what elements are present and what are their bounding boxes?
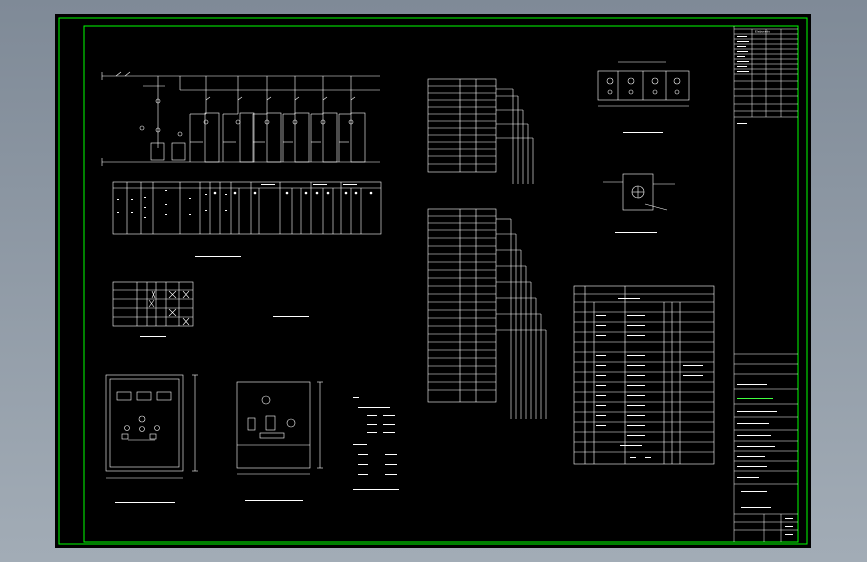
equipment-list-table <box>573 285 715 465</box>
title-block-labels <box>737 36 793 535</box>
switch-position-table <box>112 281 194 327</box>
drawing-sheet[interactable]: Elaborado <box>55 14 811 548</box>
outer-border <box>58 17 808 545</box>
circuit-caption <box>195 256 241 257</box>
switch-detail-top <box>597 61 690 107</box>
switch-top-caption <box>623 132 663 133</box>
terminal-strip-table <box>112 181 382 235</box>
switch-mid-caption <box>615 232 657 233</box>
inner-border <box>83 25 799 543</box>
terminal-table-upper <box>427 78 534 184</box>
equipment-list-marks <box>596 298 703 458</box>
panel-right-caption <box>245 500 303 501</box>
notes-block <box>353 397 399 490</box>
title-block-header: Elaborado <box>755 30 770 34</box>
drawing-canvas: Elaborado <box>58 17 808 545</box>
middle-caption <box>273 316 309 317</box>
panel-front-view-right <box>236 381 323 475</box>
switch-detail-middle <box>603 173 675 211</box>
panel-front-view-left <box>105 374 198 479</box>
panel-left-caption <box>115 502 175 503</box>
main-circuit-diagram <box>101 71 380 166</box>
terminal-table-lower <box>427 208 547 419</box>
switch-table-caption <box>140 336 166 337</box>
title-block <box>733 26 798 542</box>
terminal-strip-marks <box>117 184 373 218</box>
